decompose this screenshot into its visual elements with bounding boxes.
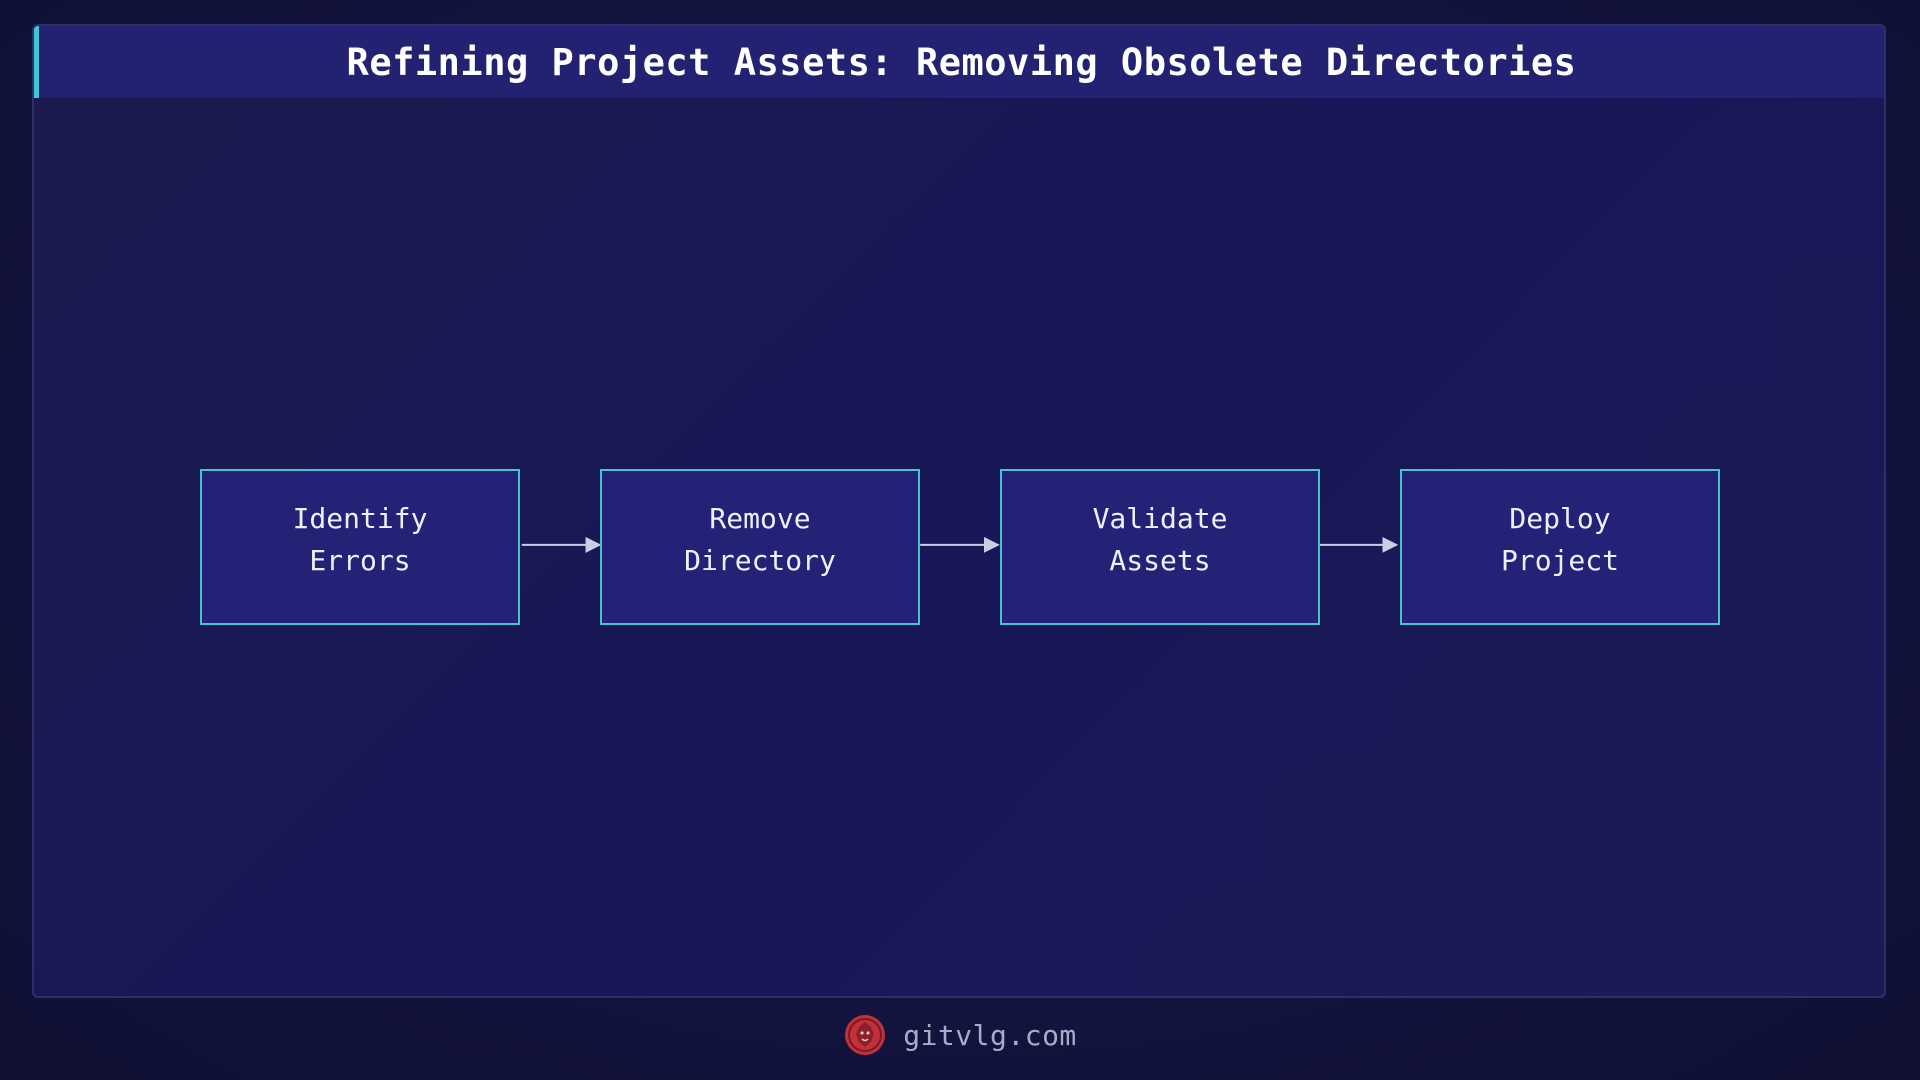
step-deploy-project: Deploy Project <box>1400 469 1720 625</box>
page-title: Refining Project Assets: Removing Obsole… <box>346 40 1577 84</box>
slide-frame: Refining Project Assets: Removing Obsole… <box>32 24 1886 998</box>
footer: gitvlg.com <box>0 1010 1920 1060</box>
step-label: Identify Errors <box>292 502 428 577</box>
step-identify-errors: Identify Errors <box>200 469 520 625</box>
step-label: Validate Assets <box>1092 502 1228 577</box>
step-validate-assets: Validate Assets <box>1000 469 1320 625</box>
lion-logo-icon <box>845 1015 886 1055</box>
footer-site: gitvlg.com <box>903 1018 1077 1052</box>
step-label: Remove Directory <box>684 502 836 577</box>
title-bar: Refining Project Assets: Removing Obsole… <box>34 26 1884 98</box>
step-remove-directory: Remove Directory <box>600 469 920 625</box>
step-label: Deploy Project <box>1500 502 1619 577</box>
flowchart: Identify Errors Remove Directory Validat… <box>34 26 1884 996</box>
